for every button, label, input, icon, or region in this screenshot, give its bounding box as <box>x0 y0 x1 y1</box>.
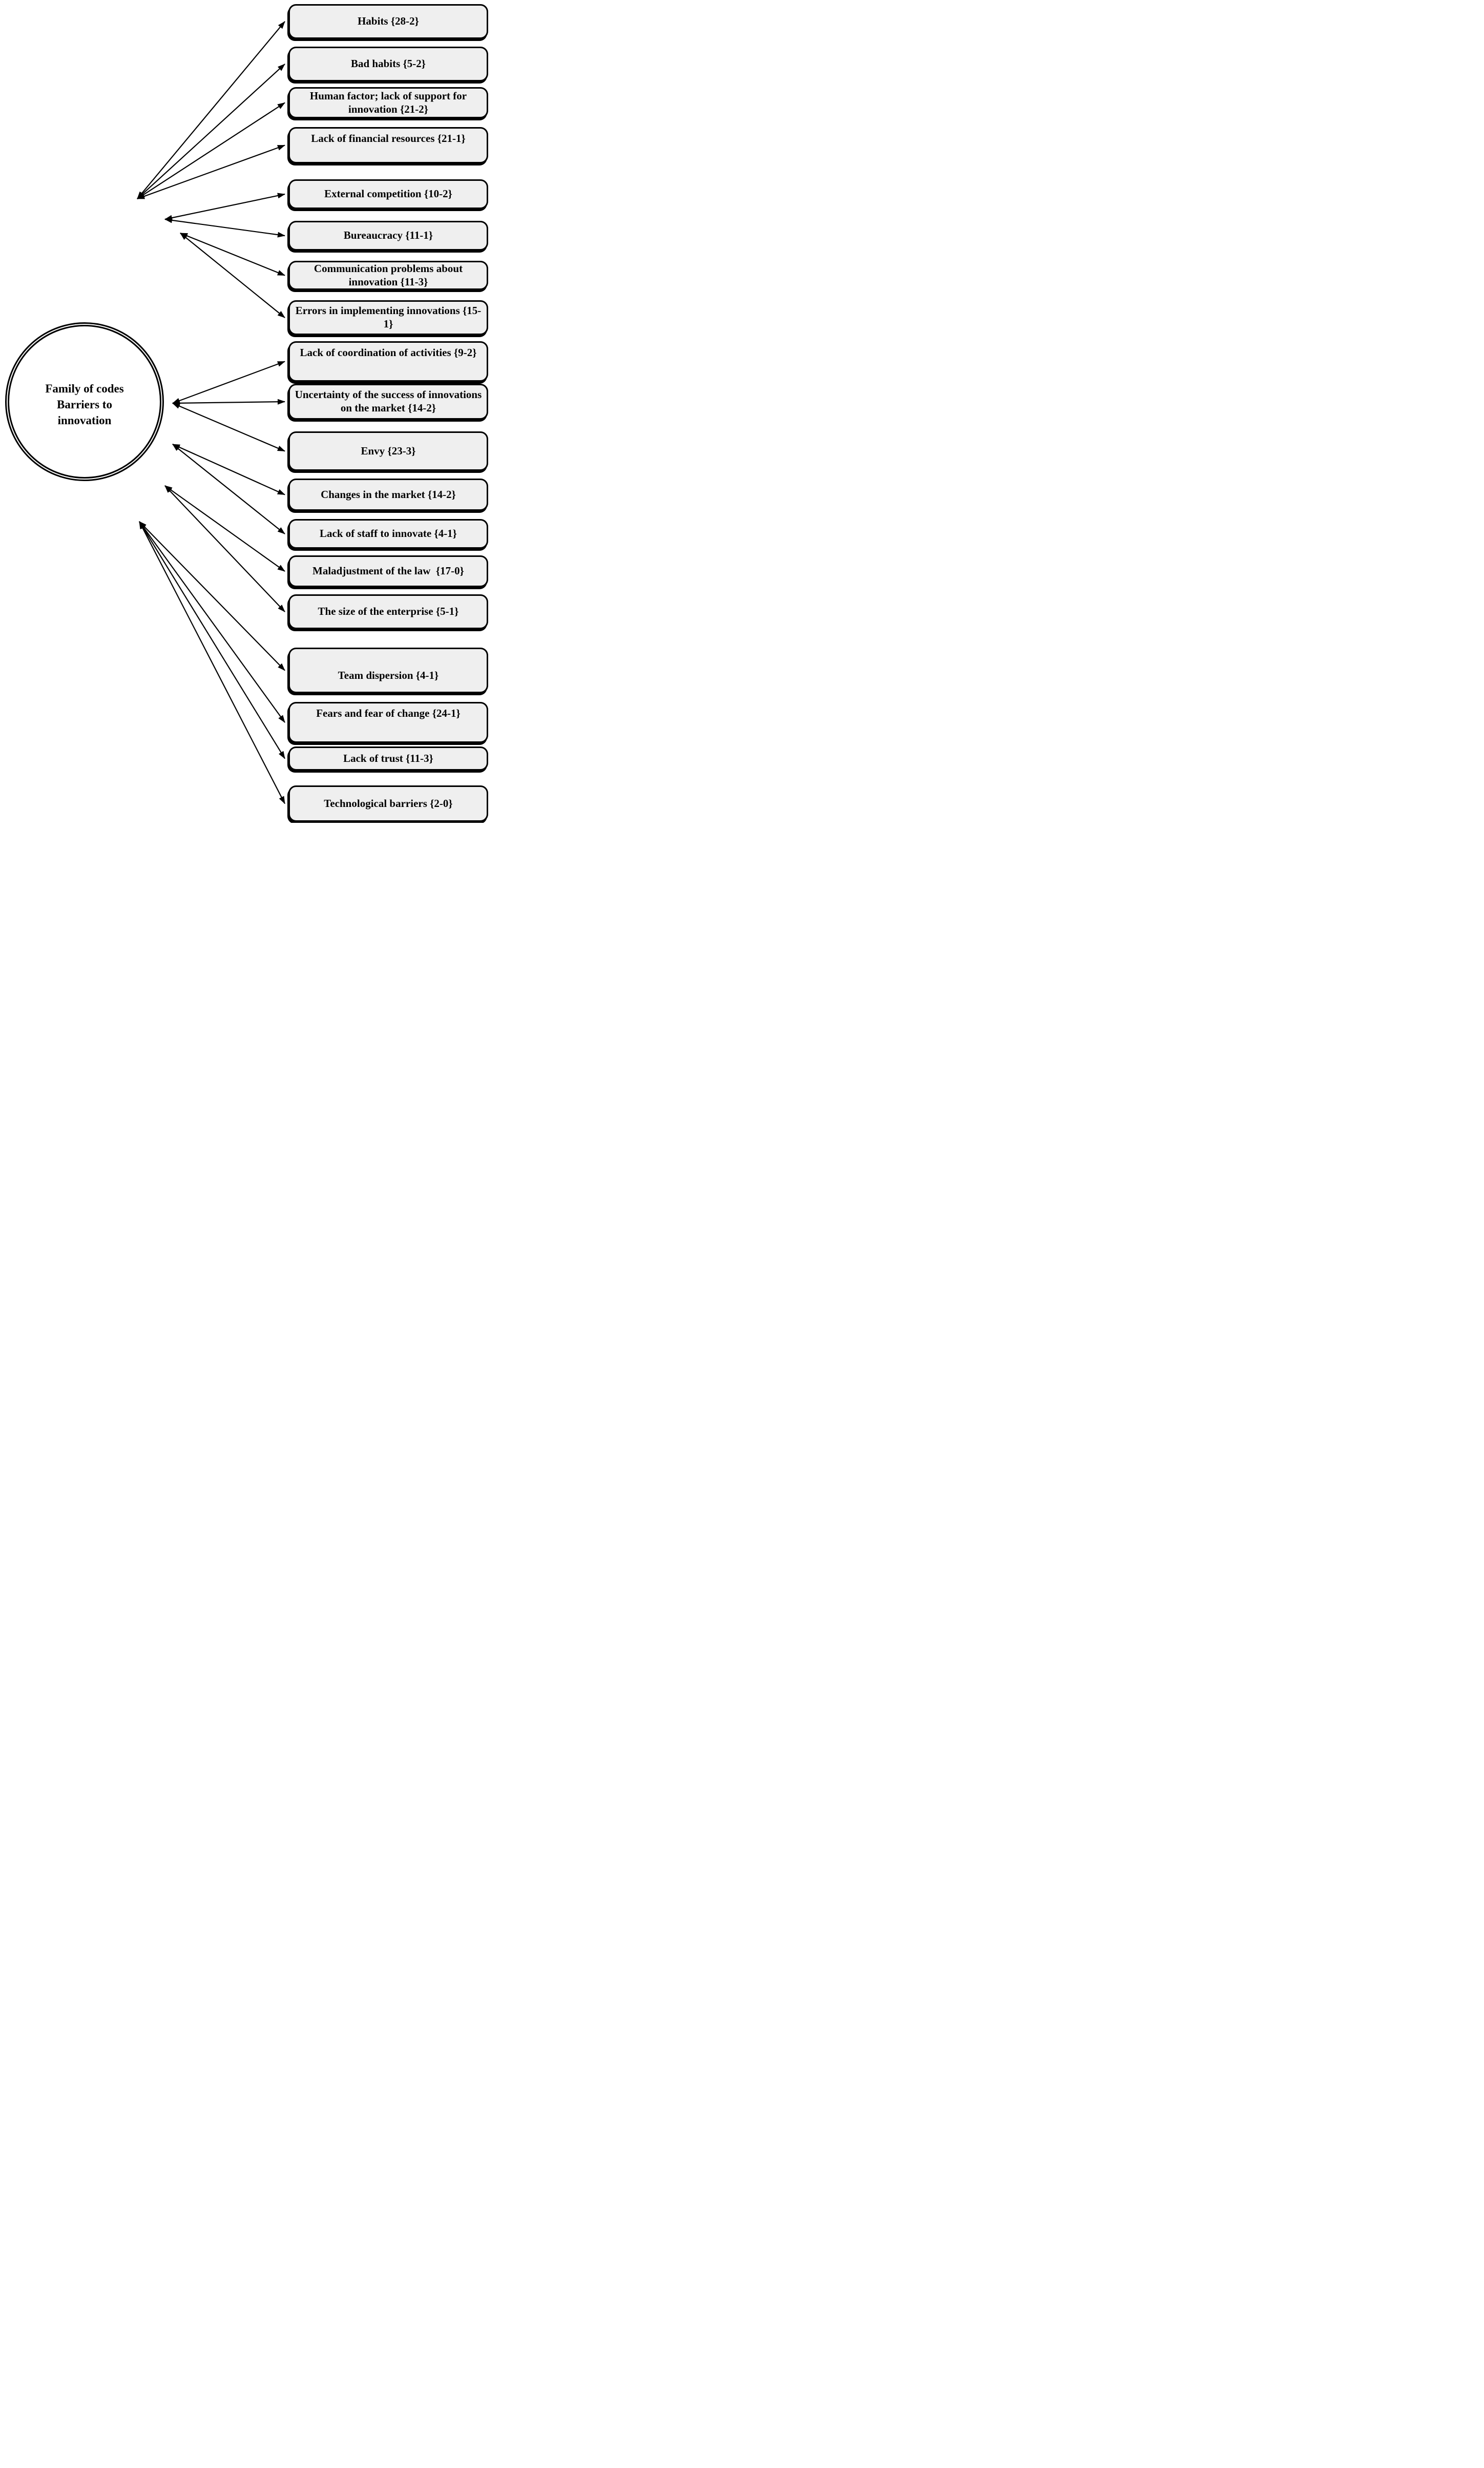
code-node[interactable]: Fears and fear of change {24-1} <box>288 702 488 743</box>
code-node-label: Bureaucracy {11-1} <box>343 229 433 242</box>
link-arrow <box>137 144 285 200</box>
code-node-label: Changes in the market {14-2} <box>321 488 456 501</box>
link-arrow <box>172 402 285 452</box>
code-node-label: Lack of coordination of activities {9-2} <box>300 346 477 359</box>
family-node-label-line3: innovation <box>57 413 112 427</box>
code-node[interactable]: Lack of coordination of activities {9-2} <box>288 341 488 382</box>
code-node[interactable]: Technological barriers {2-0} <box>288 785 488 822</box>
link-arrow <box>172 361 285 404</box>
code-node[interactable]: The size of the enterprise {5-1} <box>288 594 488 629</box>
code-node[interactable]: Lack of trust {11-3} <box>288 746 488 771</box>
code-node-label: Habits {28-2} <box>358 15 419 28</box>
code-node[interactable]: Bureaucracy {11-1} <box>288 221 488 251</box>
family-node-label: Family of codes Barriers to innovation <box>7 324 162 480</box>
link-arrow <box>139 521 285 759</box>
link-arrow <box>172 444 285 534</box>
link-arrow <box>164 217 285 238</box>
link-arrow <box>172 443 285 495</box>
code-node[interactable]: Communication problems about innovation … <box>288 261 488 290</box>
code-node-label: Lack of trust {11-3} <box>343 752 433 764</box>
code-node-label: Lack of financial resources {21-1} <box>311 132 466 144</box>
family-node-label-line1: Family of codes <box>45 382 124 395</box>
code-node[interactable]: Team dispersion {4-1} <box>288 648 488 693</box>
code-node-label: Communication problems about innovation … <box>313 262 466 288</box>
code-node-label: Maladjustment of the law {17-0} <box>312 565 464 577</box>
link-arrow <box>139 521 285 671</box>
network-canvas: Family of codes Barriers to innovation H… <box>0 0 495 823</box>
link-arrow <box>137 102 285 199</box>
code-node[interactable]: Changes in the market {14-2} <box>288 479 488 511</box>
link-arrow <box>137 64 285 199</box>
code-node[interactable]: Uncertainty of the success of innovation… <box>288 384 488 420</box>
code-node[interactable]: Habits {28-2} <box>288 4 488 39</box>
family-node[interactable]: Family of codes Barriers to innovation <box>5 322 164 481</box>
arrows-layer <box>137 21 285 804</box>
code-node-label: Lack of staff to innovate {4-1} <box>320 527 457 540</box>
link-arrow <box>180 233 285 318</box>
code-node-label: The size of the enterprise {5-1} <box>318 605 459 618</box>
code-node-label: Envy {23-3} <box>361 444 416 457</box>
family-node-label-line2: Barriers to <box>57 398 112 411</box>
link-arrow <box>139 521 285 723</box>
code-node[interactable]: Lack of staff to innovate {4-1} <box>288 519 488 549</box>
code-node-label: Bad habits {5-2} <box>350 57 426 70</box>
link-arrow <box>180 232 285 276</box>
code-node[interactable]: Bad habits {5-2} <box>288 47 488 81</box>
code-node-label: Team dispersion {4-1} <box>338 669 439 682</box>
link-arrow <box>164 485 285 572</box>
code-node-label: Errors in implementing innovations {15-1… <box>295 304 482 330</box>
link-arrow <box>172 399 285 406</box>
code-node-label: Uncertainty of the success of innovation… <box>295 388 485 414</box>
code-node[interactable]: Maladjustment of the law {17-0} <box>288 555 488 587</box>
code-node[interactable]: External competition {10-2} <box>288 179 488 209</box>
link-arrow <box>139 521 285 804</box>
code-node[interactable]: Human factor; lack of support for innova… <box>288 87 488 118</box>
code-node[interactable]: Lack of financial resources {21-1} <box>288 127 488 163</box>
code-node-label: Human factor; lack of support for innova… <box>309 89 470 115</box>
code-node[interactable]: Envy {23-3} <box>288 431 488 471</box>
code-node-label: Technological barriers {2-0} <box>324 797 453 810</box>
code-node-label: Fears and fear of change {24-1} <box>316 707 461 719</box>
link-arrow <box>164 193 285 221</box>
code-node[interactable]: Errors in implementing innovations {15-1… <box>288 300 488 335</box>
family-node-inner-ring <box>8 325 161 479</box>
code-node-label: External competition {10-2} <box>324 188 452 200</box>
